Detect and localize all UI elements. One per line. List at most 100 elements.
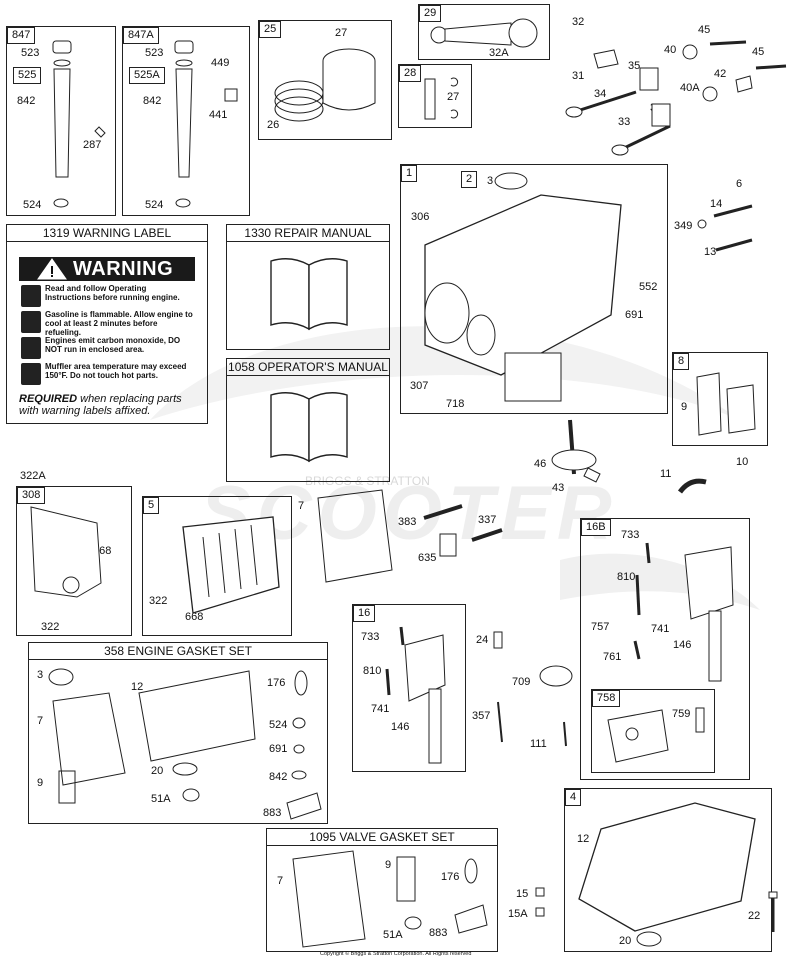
label-322: 322 (149, 595, 168, 607)
label-31: 31 (572, 70, 585, 82)
tag-28: 28 (399, 65, 422, 82)
label-810: 810 (617, 571, 636, 583)
label-552: 552 (639, 281, 658, 293)
box-16-crankshaft[interactable]: 16 733 810 741 146 (352, 604, 466, 772)
label-709: 709 (512, 676, 531, 688)
label-3: 3 (37, 669, 44, 681)
label-26: 26 (267, 119, 280, 131)
label-322a: 322A (20, 470, 46, 482)
tag-525a: 525A (129, 67, 165, 84)
box-308-baffle[interactable]: 308 668 322 (16, 486, 132, 636)
tag-758: 758 (592, 690, 621, 707)
gasket-set-drawing (48, 668, 322, 820)
box-847a[interactable]: 847A 523 525A 842 524 449 441 (122, 26, 250, 216)
box-1-cylinder[interactable]: 1 2 3 306 552 691 871 869 870 (400, 164, 668, 414)
label-20: 20 (619, 935, 632, 947)
label-733: 733 (621, 529, 640, 541)
valve-gasket-set-title: 1095 VALVE GASKET SET (267, 829, 497, 846)
breather-gasket-drawing (696, 372, 756, 436)
tag-8: 8 (673, 353, 690, 370)
label-33: 33 (618, 116, 631, 128)
governor-drawing (607, 707, 705, 763)
label-306: 306 (411, 211, 430, 223)
box-1095-valve-gasket-set[interactable]: 1095 VALVE GASKET SET 9 176 7 51A 883 (266, 828, 498, 952)
tag-308: 308 (17, 487, 46, 504)
piston-rings-drawing (274, 48, 376, 122)
warning-line-1: Read and follow Operating Instructions b… (19, 283, 195, 313)
label-40: 40 (664, 44, 677, 56)
book-icon (270, 392, 348, 463)
wrist-pin-drawing (424, 77, 459, 120)
label-24: 24 (476, 634, 489, 646)
flame-icon (21, 311, 41, 333)
label-883: 883 (429, 927, 448, 939)
label-10: 10 (736, 456, 749, 468)
warning-line-2: Gasoline is flammable. Allow engine to c… (19, 309, 195, 339)
tag-16: 16 (353, 605, 376, 622)
label-45: 45 (698, 24, 711, 36)
label-761: 761 (603, 651, 622, 663)
label-7: 7 (277, 875, 284, 887)
manual-icon (21, 285, 41, 307)
label-15a: 15A (508, 908, 528, 920)
box-1319-warning-label[interactable]: 1319 WARNING LABEL WARNING Read and foll… (6, 224, 208, 424)
label-741: 741 (651, 623, 670, 635)
box-1058-operators-manual[interactable]: 1058 OPERATOR'S MANUAL (226, 358, 390, 482)
label-51a: 51A (151, 793, 171, 805)
label-810: 810 (363, 665, 382, 677)
label-20: 20 (151, 765, 164, 777)
label-9: 9 (37, 777, 44, 789)
label-27: 27 (447, 91, 460, 103)
tag-16b: 16B (581, 519, 611, 536)
valve-gasket-set-drawing (292, 850, 488, 948)
label-357: 357 (472, 710, 491, 722)
tag-5: 5 (143, 497, 160, 514)
box-29-connecting-rod[interactable]: 29 32A (418, 4, 550, 60)
dipstick-tube-drawing (52, 40, 106, 208)
box-5-cylinder-head[interactable]: 5 322 668 (142, 496, 292, 636)
fumes-icon (21, 337, 41, 359)
label-691: 691 (269, 743, 288, 755)
label-322: 322 (41, 621, 60, 633)
label-14: 14 (710, 198, 723, 210)
warning-line-4: Muffler area temperature may exceed 150°… (19, 361, 195, 391)
box-758-governor[interactable]: 758 759 (591, 689, 715, 773)
copyright-text: Copyright © Briggs & Stratton Corporatio… (320, 951, 472, 957)
tag-29: 29 (419, 5, 442, 22)
box-28-wrist-pin[interactable]: 28 27 (398, 64, 472, 128)
label-176: 176 (441, 871, 460, 883)
label-733: 733 (361, 631, 380, 643)
engine-gasket-set-title: 358 ENGINE GASKET SET (29, 643, 327, 660)
box-16b-crankshaft[interactable]: 16B 733 810 757 741 146 761 758 759 (580, 518, 750, 780)
box-25-piston[interactable]: 25 27 26 (258, 20, 392, 140)
box-358-engine-gasket-set[interactable]: 358 ENGINE GASKET SET 3 12 176 7 524 691… (28, 642, 328, 824)
label-523: 523 (145, 47, 164, 59)
box-1330-repair-manual[interactable]: 1330 REPAIR MANUAL (226, 224, 390, 350)
warning-label-title: 1319 WARNING LABEL (7, 225, 207, 242)
label-51a: 51A (383, 929, 403, 941)
label-146: 146 (673, 639, 692, 651)
tag-525: 525 (13, 67, 42, 84)
tube-fitting-drawing (677, 478, 707, 494)
warning-triangle-icon (37, 258, 67, 280)
label-9: 9 (681, 401, 688, 413)
box-4-sump[interactable]: 4 12 20 (564, 788, 772, 952)
box-8-gasket[interactable]: 8 9 (672, 352, 768, 446)
label-307: 307 (410, 380, 429, 392)
box-847[interactable]: 847 523 525 842 287 524 (6, 26, 116, 216)
label-22: 22 (748, 910, 761, 922)
camshaft-drawing (551, 419, 601, 483)
bolt-22-drawing (768, 891, 778, 932)
crankshaft-drawing (385, 626, 446, 764)
label-13: 13 (704, 246, 717, 258)
baffle-drawing (30, 506, 102, 598)
hot-surface-icon (21, 363, 41, 385)
label-35: 35 (628, 60, 641, 72)
tag-1: 1 (401, 165, 418, 182)
label-449: 449 (211, 57, 230, 69)
label-842: 842 (269, 771, 288, 783)
warning-line-3: Engines emit carbon monoxide, DO NOT run… (19, 335, 195, 365)
flywheel-key-and-pin-drawing (493, 631, 573, 747)
label-523: 523 (21, 47, 40, 59)
